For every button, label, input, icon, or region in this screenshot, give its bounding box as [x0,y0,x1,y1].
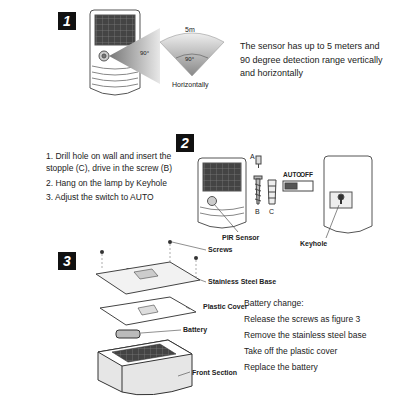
angle-label: 90° [140,50,149,58]
step-number: 2 [181,136,189,150]
battery-step: Take off the plastic cover [244,346,396,357]
part-name: Plastic Cover [203,302,247,311]
switch [283,181,313,191]
lamp-front-2 [198,158,246,228]
switch-label: AUTO [283,171,301,179]
sensor-note: The sensor has up to 5 meters and 90 deg… [240,40,392,81]
switch-label: OFF [300,171,313,179]
part-name: Screws [208,245,233,254]
step-number-box: 1 [58,12,76,30]
screw [254,176,262,204]
cover-window [138,305,158,315]
part-letter: B [255,207,260,216]
step-number: 1 [63,14,71,28]
lamp-back [324,156,372,233]
wall-plug [268,180,276,204]
angle-label: 90° [185,56,194,64]
part-name: Battery [183,325,207,334]
stainless-steel-base [96,262,200,294]
part-name: Front Section [192,368,237,377]
part-letter: A [250,152,255,161]
leader-line [326,205,339,238]
plastic-cover [100,297,196,325]
battery-note-heading: Battery change: [244,298,396,309]
base-detail [134,269,158,279]
part-name: PIR Sensor [222,233,259,242]
step-number: 3 [63,254,71,268]
step-number-box: 2 [176,134,194,152]
horizontal-detection-sector [160,33,224,76]
instruction-step: 2. Hang on the lamp by Keyhole [46,178,194,189]
leader-line [214,204,238,232]
front-section [98,340,192,395]
part-name: Keyhole [300,239,327,248]
instruction-step: 3. Adjust the switch to AUTO [46,192,194,203]
battery-step: Remove the stainless steel base [244,330,396,341]
battery [116,330,140,338]
battery-step: Replace the battery [244,362,396,373]
battery-step: Release the screws as figure 3 [244,314,396,325]
instruction-step: 1. Drill hole on wall and insert the sto… [46,150,194,175]
wall-anchor [256,156,261,168]
part-letter: C [269,207,274,216]
view-label: Horizontally [172,80,209,89]
leader-lines [141,242,206,376]
distance-label: 5m [185,25,195,34]
part-name: Stainless Steel Base [208,277,276,286]
vertical-detection-cone [109,28,160,84]
step-number-box: 3 [58,252,76,270]
